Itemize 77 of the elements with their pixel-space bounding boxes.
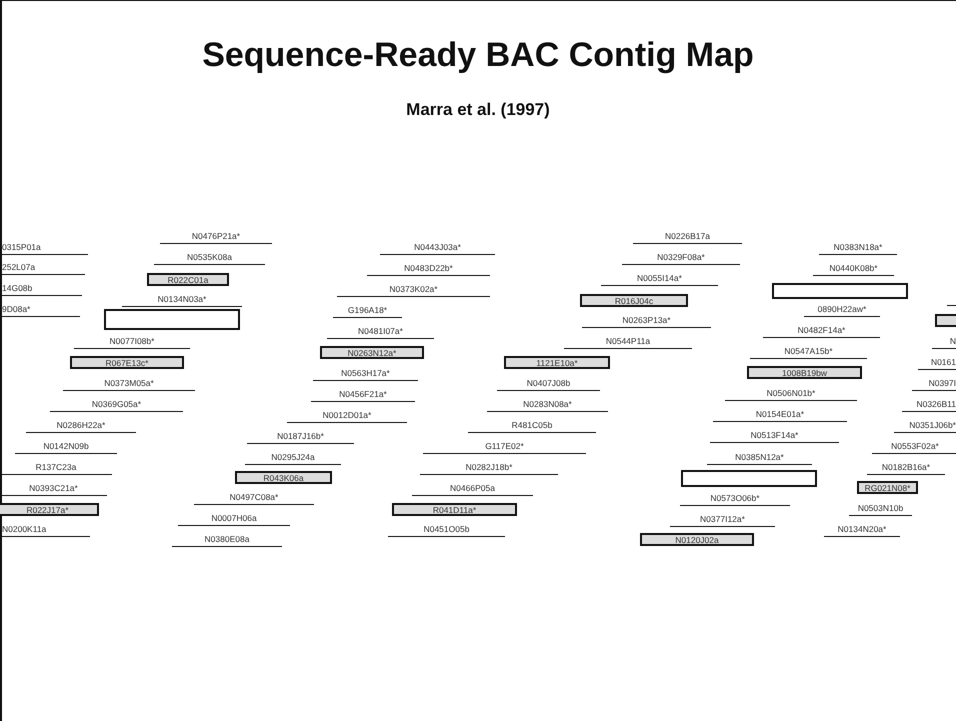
clone-box: 1008B19bw [747,366,862,379]
clone-label: N0451O05b [422,524,470,534]
clone-label: 0315P01a [2,242,41,252]
clone-label: N0295J24a [270,452,316,462]
subtitle: Marra et al. (1997) [405,100,551,120]
clone-label: N0142N09b [42,441,90,451]
clone-label: N0407J08b [526,378,572,388]
empty-box [681,470,817,487]
clone-label: N0329F08a* [656,252,706,262]
clone-label: N0547A15b* [783,346,834,356]
clone-label: N0393C21a* [28,483,79,493]
clone-label: 14G08b [2,283,32,293]
clone-label: 9D08a* [2,304,30,314]
clone-label: G117E02* [484,441,525,451]
clone-box: N0120J02a [640,533,754,546]
clone-label: 0890H22aw* [816,304,868,314]
clone-label: N0055I14a* [636,273,683,283]
clone-label: N0497C08a* [228,492,280,502]
clone-label: N0563H17a* [340,368,391,378]
clone-box: R041D11a* [392,503,517,516]
clone-box: 1121E10a* [504,356,610,369]
clone-label: N0377I12a* [699,514,746,524]
clone-label: R481C05b [510,420,554,430]
clone-label: N0226B17a [664,231,711,241]
clone-label: N0476P21a* [190,231,242,241]
clone-label: N [950,336,956,346]
clone-label: N0385N12a* [734,452,785,462]
clone-box: R022J17a* [0,503,99,516]
clone-label: N0373K02a* [388,284,439,294]
clone-label: N0326B11 [916,399,956,409]
clone-label: N0200K11a [2,524,46,534]
clone-label: N0134N20a* [836,524,888,534]
clone-label: N0351J06b* [909,420,956,430]
clone-label: N0134N03a* [156,294,208,304]
clone-label: N0161 [930,357,956,367]
clone-label: G196A18* [346,305,388,315]
clone-label: N0466P05a [449,483,496,493]
clone-label: N0380E08a [204,534,250,544]
clone-label: N0397I [928,378,956,388]
clone-label: N0553F02a* [890,441,940,451]
clone-label: 252L07a [2,262,36,272]
clone-label: N0440K08b* [828,263,879,273]
clone-label: N0286H22a* [56,420,106,430]
clone-label: N0456F21a* [338,389,388,399]
clone-label: N0077I08b* [108,336,156,346]
clone-label: N0012D01a* [322,410,372,420]
clone-label: N0154E01a* [754,409,806,419]
clone-label: N0482F14a* [796,325,846,335]
clone-label: N0369G05a* [90,399,142,409]
clone-label: N0383N18a* [832,242,884,252]
clone-label: N0573O06b* [709,493,761,503]
clone-box: R016J04c [580,294,688,307]
clone-label: N0187J16b* [276,431,325,441]
clone-label: N0535K08a [186,252,233,262]
clone-label: N0513F14a* [750,430,800,440]
empty-box [935,314,956,327]
clone-label: N0443J03a* [413,242,462,252]
clone-box: R043K06a [235,471,332,484]
clone-label: N0503N10b [856,503,904,513]
clone-box: R067E13c* [70,356,184,369]
clone-label: N0481I07a* [357,326,404,336]
clone-label: R137C23a [34,462,78,472]
clone-label: N0283N08a* [522,399,573,409]
clone-label: N0483D22b* [403,263,454,273]
clone-box: N0263N12a* [320,346,424,359]
empty-box [104,309,240,330]
clone-label: N0506N01b* [766,388,816,398]
clone-box: R022C01a [147,273,229,286]
clone-label: N0373M05a* [103,378,155,388]
clone-label: N0182B16a* [880,462,932,472]
clone-label: N0544P11a [604,336,652,346]
clone-box: RG021N08* [857,481,918,494]
clone-label: N0282J18b* [464,462,514,472]
title: Sequence-Ready BAC Contig Map [201,36,755,75]
clone-label: N0007H06a [210,513,258,523]
clone-label: N0263P13a* [621,315,672,325]
empty-box [772,283,908,299]
